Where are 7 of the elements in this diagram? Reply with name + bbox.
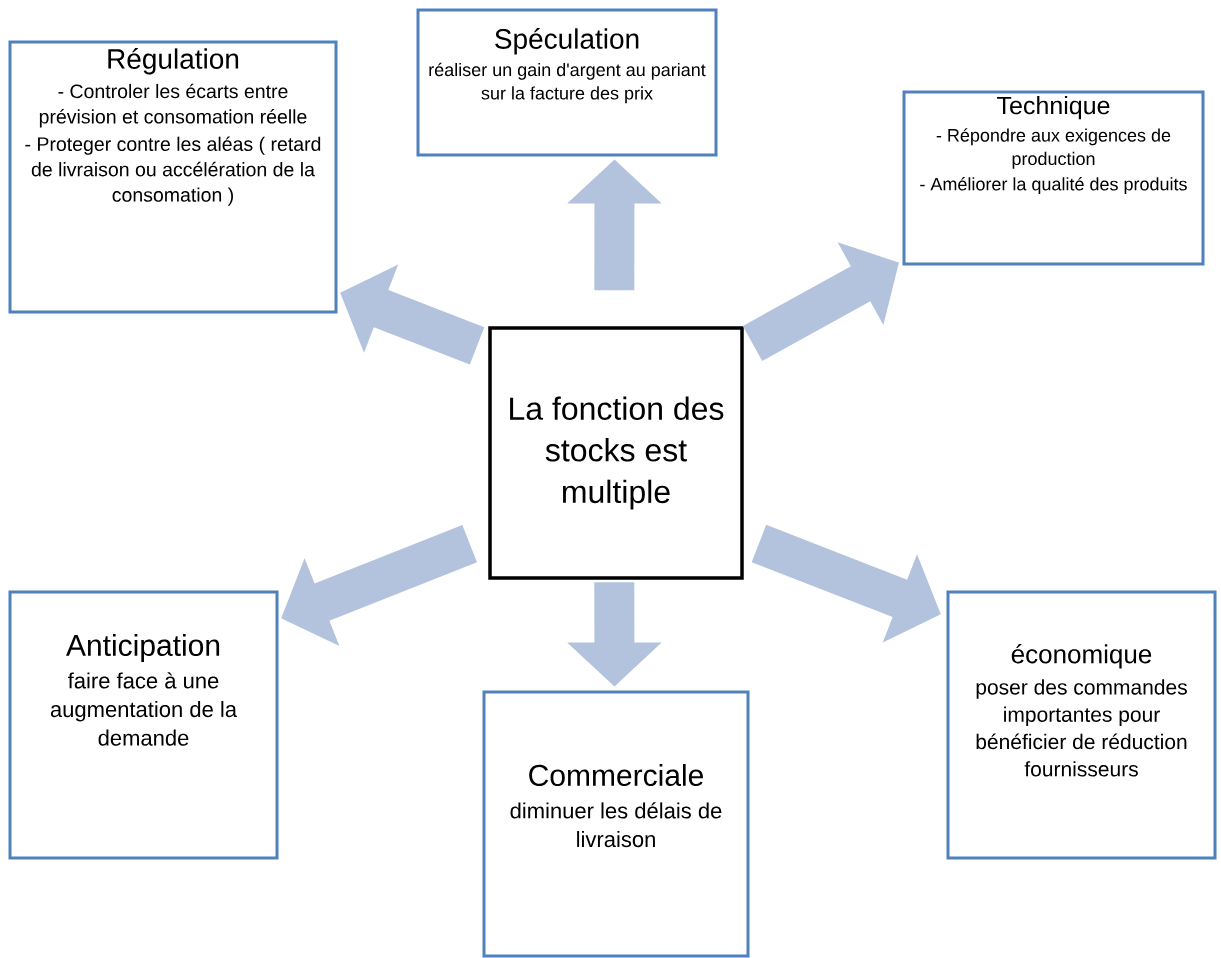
center-box: La fonction des stocks est multiple (488, 326, 744, 580)
function-box: économique poser des commandes importantes pour bénéficier de réduction fournisseurs (946, 590, 1217, 860)
function-box: Commerciale diminuer les délais de livraison (482, 690, 750, 958)
function-box: Spéculation réaliser un gain d'argent au pariant sur la facture des prix (416, 8, 718, 157)
function-box: Technique - Répondre aux exigences de production - Améliorer la qualité des produits (902, 90, 1205, 266)
function-box: Régulation - Controler les écarts entre prévision et consomation réelle - Proteger contre les aléas ( retard de livraison ou accélération de la consomation ) (8, 40, 338, 314)
function-box: Anticipation faire face à une augmentation de la demande (8, 590, 279, 860)
